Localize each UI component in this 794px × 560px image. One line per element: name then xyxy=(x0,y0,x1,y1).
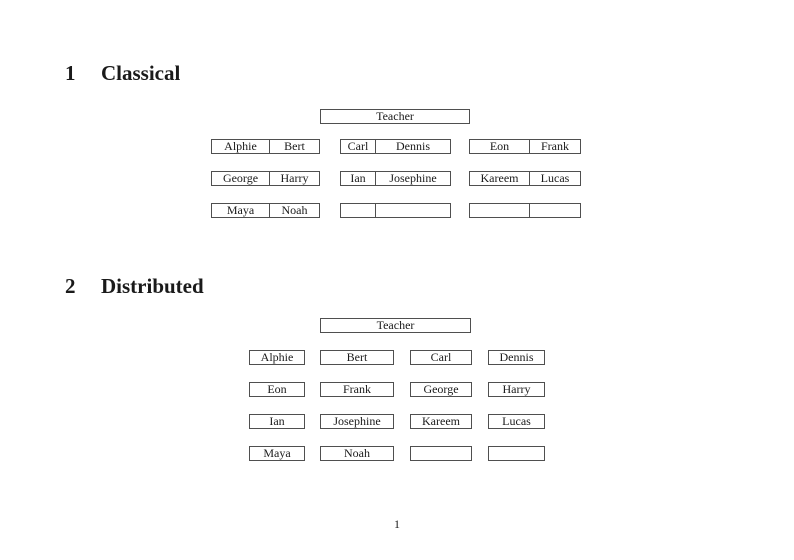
seat-label: Alphie xyxy=(260,350,294,364)
seat-box: Maya xyxy=(249,446,305,461)
desk-seat-left: George xyxy=(212,172,270,185)
section-heading-classical: 1 Classical xyxy=(65,63,180,84)
desk-seat-left: Ian xyxy=(341,172,376,185)
seat-label: Kareem xyxy=(422,414,460,428)
seat-box: Kareem xyxy=(410,414,472,429)
seat-box: Bert xyxy=(320,350,394,365)
seat-label: Harry xyxy=(502,382,531,396)
seat-box: Alphie xyxy=(249,350,305,365)
desk: Maya Noah xyxy=(211,203,320,218)
seat-box: Josephine xyxy=(320,414,394,429)
seat-label: Eon xyxy=(267,382,287,396)
desk-seat-left xyxy=(341,204,376,217)
seat-box: Ian xyxy=(249,414,305,429)
seat-label: Lucas xyxy=(502,414,531,428)
desk: Ian Josephine xyxy=(340,171,451,186)
teacher-label: Teacher xyxy=(376,109,414,123)
desk-seat-left: Eon xyxy=(470,140,530,153)
desk-seat-right: Harry xyxy=(280,172,309,185)
desk-seat-left xyxy=(470,204,530,217)
seat-box: Dennis xyxy=(488,350,545,365)
section-title: Distributed xyxy=(101,274,204,298)
section-title: Classical xyxy=(101,61,181,85)
desk-empty xyxy=(340,203,451,218)
desk-seat-right: Josephine xyxy=(389,172,437,185)
seat-box: Frank xyxy=(320,382,394,397)
desk: Carl Dennis xyxy=(340,139,451,154)
desk-seat-left: Maya xyxy=(212,204,270,217)
seat-label: Maya xyxy=(263,446,291,460)
desk: Kareem Lucas xyxy=(469,171,581,186)
seat-box: George xyxy=(410,382,472,397)
seat-box: Carl xyxy=(410,350,472,365)
desk-seat-left: Alphie xyxy=(212,140,270,153)
desk: Eon Frank xyxy=(469,139,581,154)
seat-label: Josephine xyxy=(333,414,381,428)
desk-seat-left: Kareem xyxy=(470,172,530,185)
seat-box-empty xyxy=(410,446,472,461)
desk-seat-right: Lucas xyxy=(540,172,570,185)
teacher-box: Teacher xyxy=(320,318,471,333)
section-number: 2 xyxy=(65,274,76,298)
teacher-label: Teacher xyxy=(376,318,415,332)
desk-seat-left: Carl xyxy=(341,140,376,153)
seat-label: Dennis xyxy=(499,350,534,364)
seat-box-empty xyxy=(488,446,545,461)
desk-seat-right: Frank xyxy=(541,140,569,153)
section-number: 1 xyxy=(65,61,76,85)
seat-label: Frank xyxy=(343,382,371,396)
desk-seat-right xyxy=(376,204,450,217)
desk: George Harry xyxy=(211,171,320,186)
seat-label: Noah xyxy=(344,446,370,460)
page-number: 1 xyxy=(394,517,400,531)
seat-label: Bert xyxy=(346,350,368,364)
seat-box: Eon xyxy=(249,382,305,397)
seat-label: George xyxy=(423,382,459,396)
section-heading-distributed: 2 Distributed xyxy=(65,276,204,297)
desk-seat-right: Dennis xyxy=(396,140,430,153)
seat-box: Noah xyxy=(320,446,394,461)
desk: Alphie Bert xyxy=(211,139,320,154)
desk-seat-right: Bert xyxy=(284,140,305,153)
seat-label: Ian xyxy=(269,414,285,428)
teacher-box: Teacher xyxy=(320,109,470,124)
seat-box: Lucas xyxy=(488,414,545,429)
seat-box: Harry xyxy=(488,382,545,397)
desk-seat-right xyxy=(530,204,580,217)
desk-seat-right: Noah xyxy=(281,204,308,217)
seat-label: Carl xyxy=(430,350,452,364)
desk-empty xyxy=(469,203,581,218)
